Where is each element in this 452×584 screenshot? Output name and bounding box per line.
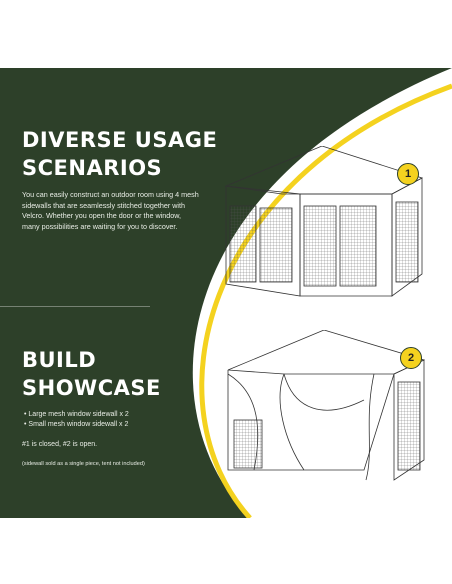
decorative-curve [192,68,452,518]
section2-title-line1: BUILD [22,348,97,372]
list-item: Small mesh window sidewall x 2 [24,420,129,430]
section1-title: DIVERSE USAGE SCENARIOS [22,126,217,182]
list-item: Large mesh window sidewall x 2 [24,410,128,420]
tent-open-illustration [227,330,426,481]
number-badge-1: 1 [397,163,419,185]
number-badge-2: 2 [400,347,422,369]
footnote: (sidewall sold as a single piece, tent n… [22,461,145,467]
section1-title-line1: DIVERSE USAGE [22,128,218,152]
status-note: #1 is closed, #2 is open. [22,441,98,448]
section2-title-line2: SHOWCASE [22,376,161,400]
section1-description: You can easily construct an outdoor room… [22,190,199,231]
sidewall-list: Large mesh window sidewall x 2 Small mes… [24,410,129,430]
section1-title-line2: SCENARIOS [22,156,163,180]
section-divider [0,306,150,307]
feature-panel: DIVERSE USAGE SCENARIOS You can easily c… [0,68,452,518]
section2-title: BUILD SHOWCASE [22,346,161,402]
tent-closed-illustration [224,146,424,297]
